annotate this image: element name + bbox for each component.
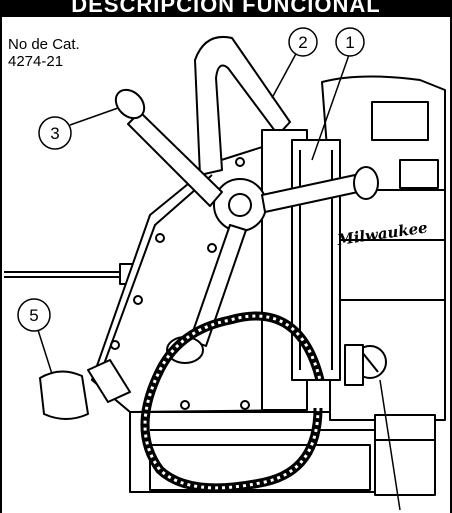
callout-2-label: 2 — [298, 33, 307, 52]
frame-bolt — [133, 295, 143, 305]
frame-bolt — [110, 340, 120, 350]
section-title: DESCRIPCION FUNCIONAL — [71, 0, 381, 17]
valve-lever — [361, 351, 379, 373]
knob-stem — [87, 359, 131, 403]
catalog-label: No de Cat. — [8, 36, 80, 53]
frame-bolt — [207, 243, 217, 253]
callout-1-label: 1 — [345, 33, 354, 52]
frame-bolt — [155, 233, 165, 243]
callout-4-leader — [379, 379, 401, 511]
callout-1-leader — [311, 51, 351, 161]
feed-hub-center — [228, 193, 252, 217]
callout-5-leader — [37, 329, 53, 375]
catalog-number: 4274-21 — [8, 53, 64, 70]
valve-bracket — [344, 344, 364, 386]
feed-handle-lower — [189, 224, 247, 347]
coolant-hose-texture — [143, 314, 322, 490]
base-lock-knob — [39, 370, 89, 420]
callout-3-leader — [69, 107, 119, 126]
catalog-info: No de Cat. 4274-21 — [8, 36, 80, 70]
callout-3-circle — [38, 116, 72, 150]
callout-5-label: 5 — [29, 306, 38, 325]
motor-vent — [399, 159, 439, 189]
feed-handle-upper — [127, 111, 223, 207]
frame-bolt — [235, 157, 245, 167]
frame-bolt — [180, 400, 190, 410]
section-header: DESCRIPCION FUNCIONAL — [0, 0, 452, 17]
motor-switch-box — [371, 101, 429, 141]
callout-3-label: 3 — [50, 124, 59, 143]
feed-handle-knob-upper — [114, 88, 146, 120]
chuck-arbor — [374, 414, 436, 496]
callout-5-circle — [17, 298, 51, 332]
callout-2-leader — [271, 49, 299, 99]
frame-bolt — [240, 400, 250, 410]
callout-2-circle — [288, 27, 318, 57]
frame-inner-edge — [99, 174, 213, 376]
callout-1-circle — [335, 27, 365, 57]
feed-handle-knob-right — [353, 166, 379, 200]
